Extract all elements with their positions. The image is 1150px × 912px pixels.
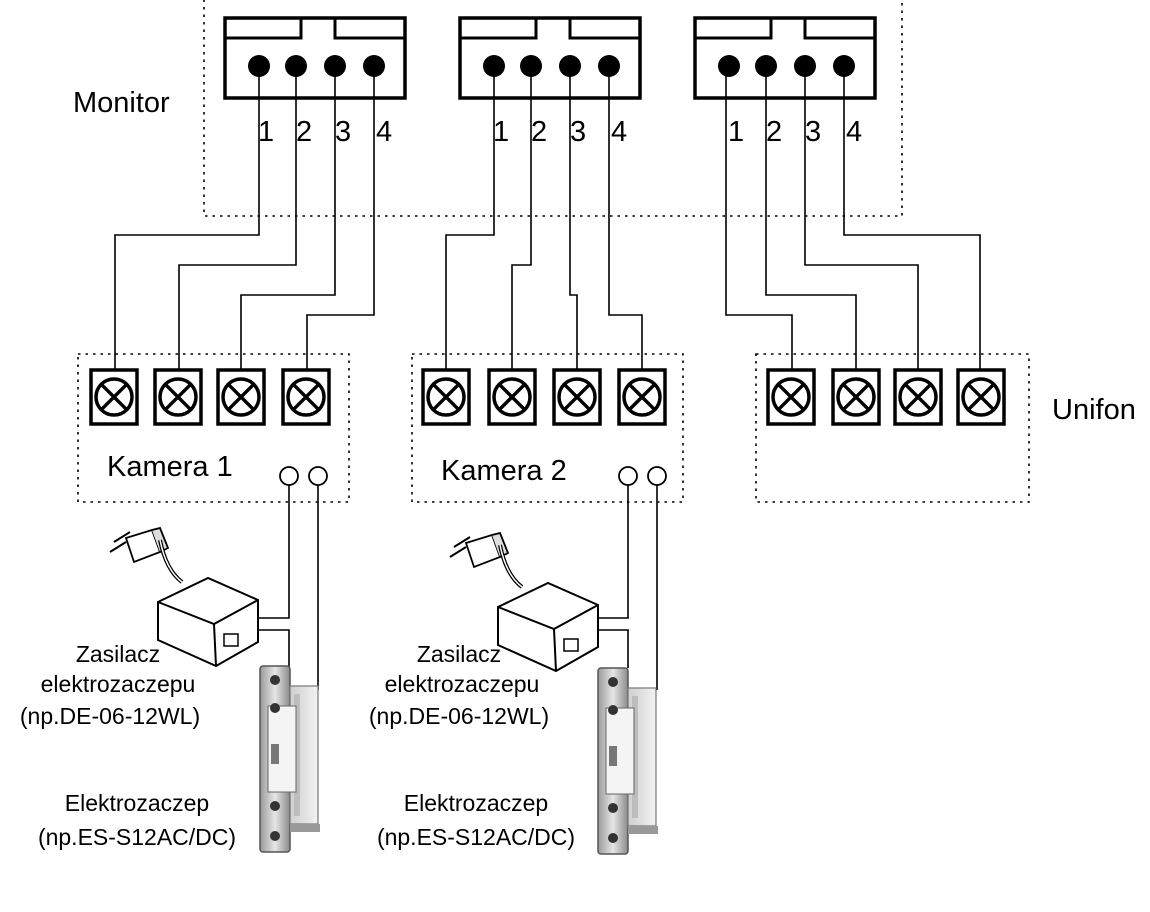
wires-camera-1 <box>114 66 375 370</box>
pin-number: 3 <box>570 116 586 148</box>
pin-numbers-connector-1: 1 2 3 4 <box>258 116 392 148</box>
lock-wires-1 <box>258 485 319 690</box>
terminal <box>487 368 537 426</box>
pin-number: 1 <box>258 116 274 148</box>
pin-number: 2 <box>296 116 312 148</box>
pin-number: 3 <box>805 116 821 148</box>
terminal <box>421 368 471 426</box>
lock-terminal <box>618 466 638 486</box>
lock-terminal <box>279 466 299 486</box>
power-supply-1-label: Zasilacz elektrozaczepu (np.DE-06-12WL) <box>20 641 200 729</box>
pin-numbers-connector-2: 1 2 3 4 <box>493 116 627 148</box>
door-strike-1-label: Elektrozaczep (np.ES-S12AC/DC) <box>38 790 236 850</box>
pin-number: 2 <box>766 116 782 148</box>
power-supply-line2: elektrozaczepu <box>41 671 196 697</box>
connector-3 <box>693 16 877 100</box>
terminal <box>89 368 139 426</box>
terminal <box>281 368 331 426</box>
door-strike-line2: (np.ES-S12AC/DC) <box>38 824 236 850</box>
door-strike-2-icon <box>597 667 659 855</box>
terminal <box>552 368 602 426</box>
camera-1-enclosure <box>77 353 350 503</box>
power-supply-line2: elektrozaczepu <box>385 671 540 697</box>
lock-terminal <box>647 466 667 486</box>
wires-unifon <box>725 66 981 370</box>
monitor-enclosure <box>203 0 903 217</box>
pin-number: 1 <box>493 116 509 148</box>
door-strike-line1: Elektrozaczep <box>65 790 209 816</box>
door-strike-2-label: Elektrozaczep (np.ES-S12AC/DC) <box>377 790 575 850</box>
terminal <box>831 368 881 426</box>
door-strike-1-icon <box>259 665 321 853</box>
power-supply-line3: (np.DE-06-12WL) <box>20 703 200 729</box>
pin-number: 3 <box>335 116 351 148</box>
camera-1-label: Kamera 1 <box>107 451 233 483</box>
unifon-enclosure <box>755 353 1030 503</box>
terminal <box>153 368 203 426</box>
door-strike-line2: (np.ES-S12AC/DC) <box>377 824 575 850</box>
power-supply-line1: Zasilacz <box>76 641 160 667</box>
pin-numbers-connector-3: 1 2 3 4 <box>728 116 862 148</box>
monitor-label: Monitor <box>73 87 170 119</box>
power-supply-line1: Zasilacz <box>417 641 501 667</box>
terminal <box>956 368 1006 426</box>
terminal <box>766 368 816 426</box>
pin-number: 1 <box>728 116 744 148</box>
lock-wires-2 <box>598 485 658 690</box>
connector-1 <box>223 16 407 100</box>
connector-2 <box>458 16 642 100</box>
camera-2-label: Kamera 2 <box>441 455 567 487</box>
terminal <box>617 368 667 426</box>
door-strike-line1: Elektrozaczep <box>404 790 548 816</box>
pin-number: 4 <box>846 116 862 148</box>
unifon-label: Unifon <box>1052 394 1136 426</box>
lock-terminal <box>308 466 328 486</box>
power-supply-2-label: Zasilacz elektrozaczepu (np.DE-06-12WL) <box>369 641 549 729</box>
camera-2-enclosure <box>411 353 684 503</box>
power-supply-line3: (np.DE-06-12WL) <box>369 703 549 729</box>
pin-number: 4 <box>611 116 627 148</box>
pin-number: 2 <box>531 116 547 148</box>
wires-camera-2 <box>445 66 643 370</box>
terminal <box>216 368 266 426</box>
pin-number: 4 <box>376 116 392 148</box>
terminal <box>893 368 943 426</box>
